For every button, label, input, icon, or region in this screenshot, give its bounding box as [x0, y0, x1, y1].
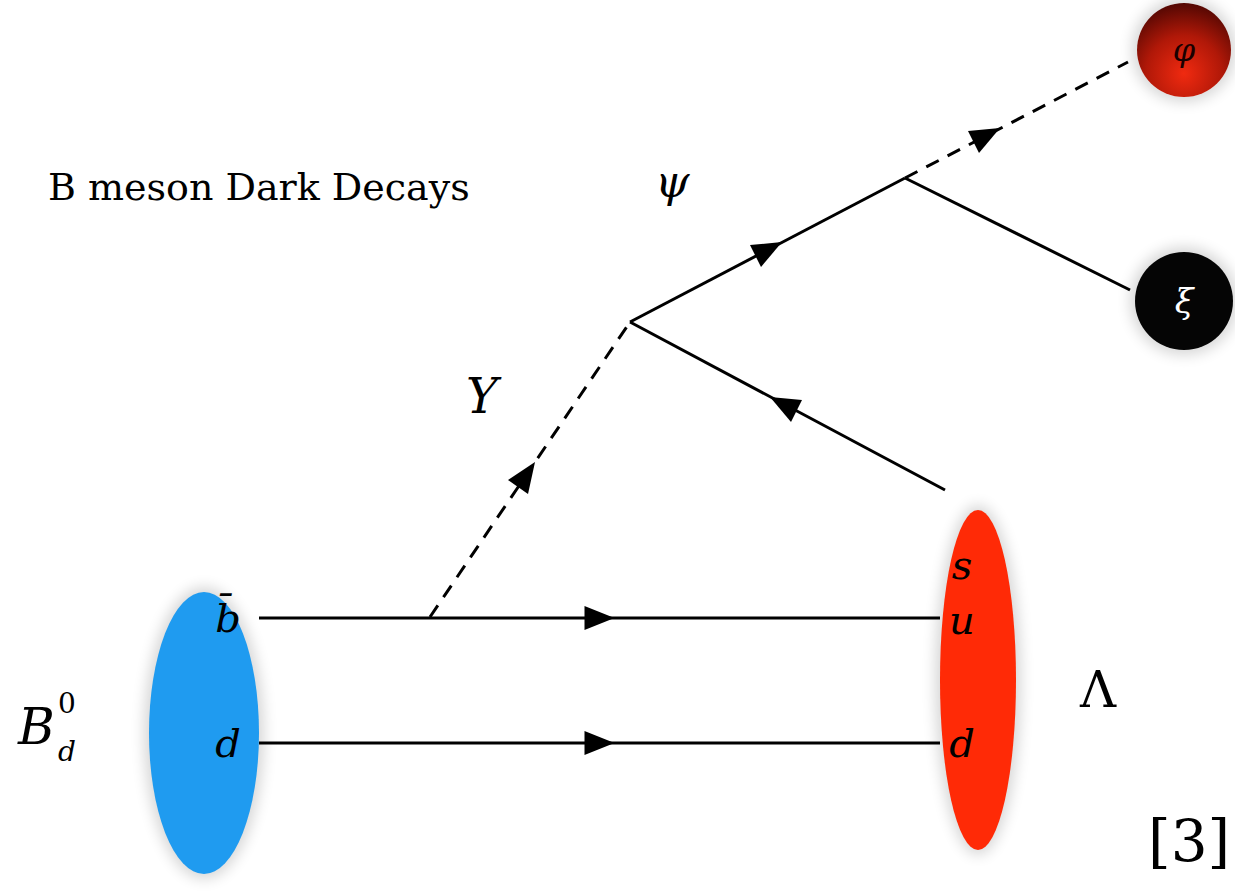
y-mediator-line — [430, 322, 630, 617]
phi-particle: φ — [1137, 3, 1231, 97]
arrowhead — [968, 128, 1000, 153]
arrowhead — [770, 397, 802, 422]
particle-symbol: d — [949, 723, 975, 763]
strange-line — [630, 322, 945, 490]
meson-superscript: 0 — [58, 690, 76, 718]
meson-symbol: B — [18, 702, 55, 752]
arrowhead — [750, 242, 782, 267]
particle-symbol: s — [952, 545, 973, 585]
arrowhead — [508, 462, 535, 494]
quark-line — [259, 731, 940, 755]
psi-label: ψ — [655, 160, 690, 204]
meson-ellipse: b̄ d — [149, 592, 259, 874]
particle-symbol: φ — [1173, 34, 1195, 66]
diagram-title: B meson Dark Decays — [48, 168, 470, 206]
y-label: Y — [466, 372, 498, 420]
xi-line — [905, 178, 1130, 290]
particle-symbol: u — [949, 600, 975, 640]
reference-number: [3] — [1148, 812, 1230, 870]
quark-line — [259, 606, 940, 630]
particle-symbol: d — [215, 723, 241, 763]
phi-line — [905, 62, 1128, 178]
baryon-ellipse: sudΛ — [940, 510, 1016, 850]
particle-symbol: b̄ — [215, 598, 241, 638]
dark-sector-lines — [430, 62, 1130, 617]
xi-particle: ξ — [1135, 252, 1233, 350]
particle-symbol: ξ — [1175, 284, 1194, 318]
particle-symbol: Λ — [1080, 665, 1116, 715]
meson-subscript: d — [58, 738, 76, 766]
arrowheads — [508, 128, 1000, 494]
